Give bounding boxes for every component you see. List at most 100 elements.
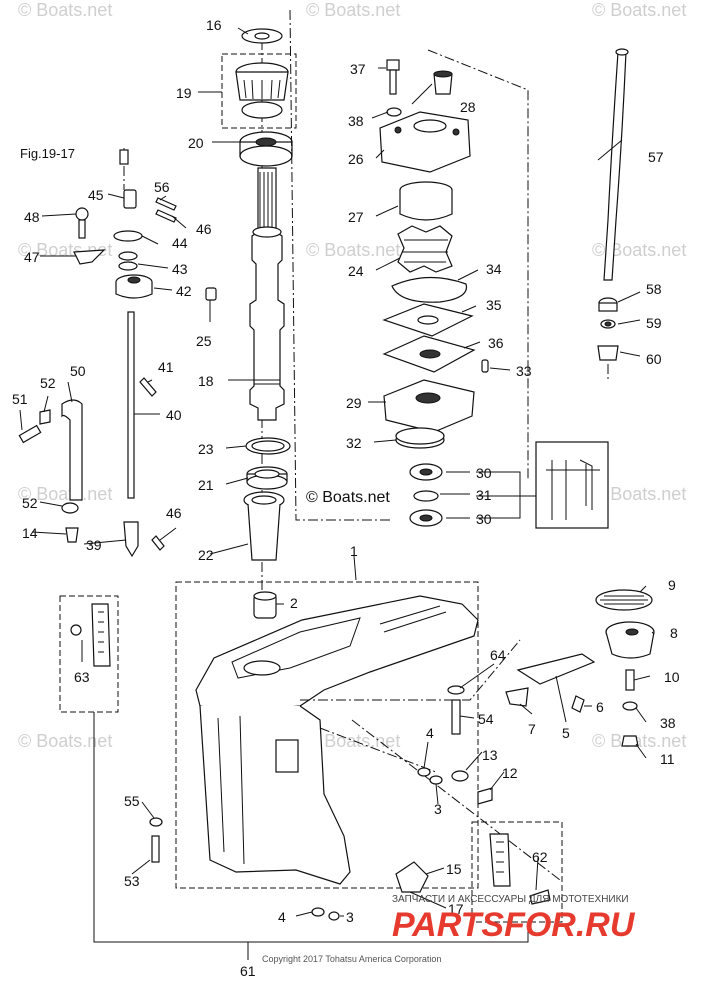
callout: 51: [12, 391, 28, 407]
washer-4b: [311, 907, 325, 917]
bolt-51: [18, 424, 42, 444]
callout: 43: [172, 261, 188, 277]
clip-7: [505, 687, 529, 707]
callout: 33: [516, 363, 532, 379]
callout: 1: [350, 543, 358, 559]
watermark: © Boats.net: [18, 484, 112, 504]
callout: 57: [648, 149, 664, 165]
clamp-52a: [39, 409, 51, 425]
callout: 38: [348, 113, 364, 129]
callout: 30: [476, 511, 492, 527]
watermark-layer: © Boats.net © Boats.net © Boats.net © Bo…: [18, 0, 686, 751]
copyright-text: Copyright 2017 Tohatsu America Corporati…: [262, 954, 441, 964]
callout: 60: [646, 351, 662, 367]
callout: 54: [478, 711, 494, 727]
nut-11: [621, 735, 639, 747]
callout: 4: [278, 909, 286, 925]
callout: 42: [176, 283, 192, 299]
callout: 35: [486, 297, 502, 313]
callout: 45: [88, 187, 104, 203]
key-25: [205, 287, 217, 301]
driveshaft-group: [205, 28, 297, 619]
ring-31: [413, 490, 439, 502]
callout: 19: [176, 85, 192, 101]
callout: 52: [40, 375, 56, 391]
plug-15: [395, 861, 429, 893]
callout: 20: [188, 135, 204, 151]
callout: 17: [448, 901, 464, 917]
callout: 48: [24, 209, 40, 225]
screw-6: [571, 695, 585, 713]
watermark: © Boats.net: [306, 240, 400, 260]
pin-41: [139, 377, 157, 397]
callout: 3: [434, 801, 442, 817]
callout: 21: [198, 477, 214, 493]
watermark: © Boats.net: [18, 731, 112, 751]
anode-62: [489, 833, 511, 887]
shift-rod-40: [127, 311, 135, 499]
shift-lever-39: [123, 521, 139, 558]
callout: 38: [660, 715, 676, 731]
driveshaft-18: [249, 167, 285, 421]
pump-housing-26: [379, 111, 471, 173]
nut-60: [597, 345, 619, 361]
callout: 15: [446, 861, 462, 877]
pin-46b: [151, 535, 165, 551]
callout: 16: [206, 17, 222, 33]
callout: 27: [348, 209, 364, 225]
callout: 23: [198, 441, 214, 457]
bolt-37: [386, 59, 400, 71]
callout: 36: [488, 335, 504, 351]
clamp-52b: [61, 502, 79, 514]
brand-tagline: ЗАПЧАСТИ И АКСЕССУАРЫ ДЛЯ МОТОТЕХНИКИ: [392, 894, 629, 905]
callout: 53: [124, 873, 140, 889]
gear-housing-1: [195, 595, 479, 713]
shift-rod-group: [18, 148, 177, 558]
callout: 26: [348, 151, 364, 167]
callout: 46: [196, 221, 212, 237]
callout: 25: [196, 333, 212, 349]
callout: 32: [346, 435, 362, 451]
o-ring-44: [113, 230, 143, 242]
callout: 22: [198, 547, 214, 563]
bolt-10: [625, 669, 635, 691]
gasket-34: [391, 276, 468, 303]
callout: 41: [158, 359, 174, 375]
anode-63: [91, 603, 111, 667]
plug-12: [477, 787, 493, 805]
callout: 28: [460, 99, 476, 115]
bolt-53: [151, 835, 160, 863]
washer-55: [149, 817, 163, 827]
screw-3b: [328, 911, 340, 921]
pump-base-29: [383, 379, 475, 433]
callout: 64: [490, 647, 506, 663]
watermark: © Boats.net: [306, 731, 400, 751]
bolt-48: [75, 207, 89, 221]
callout: 8: [670, 625, 678, 641]
callout: 61: [240, 963, 256, 979]
callout: 62: [532, 849, 548, 865]
washer-38a: [386, 107, 402, 117]
callout: 52: [22, 495, 38, 511]
callout: 59: [646, 315, 662, 331]
callout: 14: [22, 525, 38, 541]
center-watermark: © Boats.net: [306, 489, 390, 506]
leader-lines: [19, 27, 655, 917]
water-tube-group: [597, 48, 629, 380]
watermark: © Boats.net: [592, 240, 686, 260]
callout-labels: 16 19 20 37 28 38 26 57 27 24 34 35 36 3…: [12, 17, 680, 979]
callout: 40: [166, 407, 182, 423]
callout: 3: [346, 909, 354, 925]
washer-38b: [622, 701, 638, 711]
callout: 7: [528, 721, 536, 737]
washer-13: [451, 770, 469, 782]
callout: 12: [502, 765, 518, 781]
ring-43: [118, 251, 138, 261]
callout: 44: [172, 235, 188, 251]
pin-33: [481, 359, 489, 373]
water-tube-57: [603, 51, 627, 281]
callout: 13: [482, 747, 498, 763]
callout: 55: [124, 793, 140, 809]
callout: 58: [646, 281, 662, 297]
